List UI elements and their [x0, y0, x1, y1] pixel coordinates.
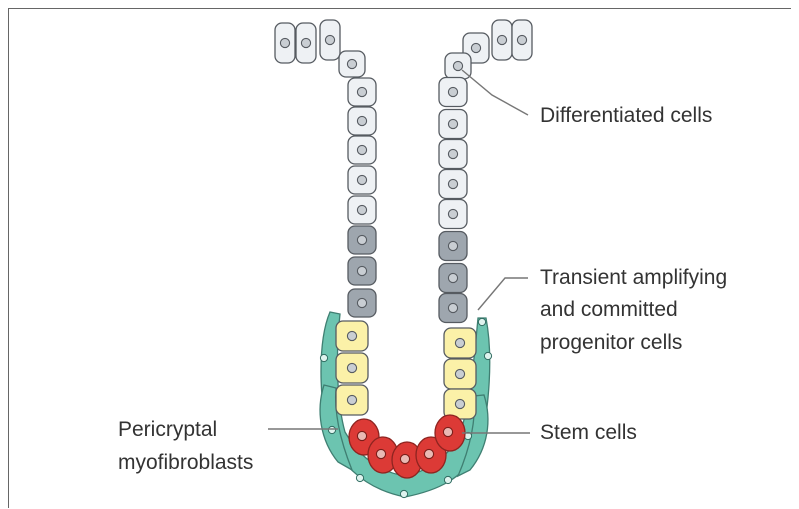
stem-cell-5 [435, 415, 465, 451]
left-wall-cell-7 [348, 257, 376, 285]
right-wall-cell-5 [439, 200, 467, 229]
label-differentiated-cells: Differentiated cells [540, 104, 712, 128]
leader-differentiated [462, 70, 528, 115]
left-wall-cell-5 [348, 196, 376, 224]
surface-cell-right-2 [512, 20, 532, 60]
right-wall-cell-6 [439, 232, 467, 261]
left-progenitor-cell-1 [336, 321, 368, 351]
left-wall-cell-6 [348, 226, 376, 254]
myofibroblast-nucleus-1 [320, 354, 327, 361]
left-wall-cell-8 [348, 289, 376, 317]
right-wall-cell-4 [439, 170, 467, 199]
leader-transient [478, 278, 528, 310]
left-wall-cell-2 [348, 107, 376, 135]
myofibroblast-nucleus-3 [356, 474, 363, 481]
myofibroblast-nucleus-7 [484, 352, 491, 359]
myofibroblast-nucleus-5 [444, 476, 451, 483]
label-pericryptal-line-1: Pericryptal [118, 418, 217, 442]
myofibroblast-nucleus-4 [400, 490, 407, 497]
leader-lines [268, 70, 530, 433]
right-progenitor-cell-1 [444, 328, 476, 358]
label-stem-cells: Stem cells [540, 421, 637, 445]
left-progenitor-cell-3 [336, 385, 368, 415]
surface-cell-right-1 [492, 20, 512, 60]
left-wall-cell-4 [348, 166, 376, 194]
label-pericryptal-line-2: myofibroblasts [118, 451, 253, 475]
right-wall-cell-7 [439, 264, 467, 293]
surface-cell-left-3 [320, 20, 340, 60]
mouth-cell-left [339, 51, 365, 77]
label-transient-line-2: and committed [540, 298, 678, 322]
left-progenitor-cell-2 [336, 353, 368, 383]
epithelial-cell-layer [275, 20, 532, 478]
myofibroblast-nucleus-8 [478, 318, 485, 325]
right-wall-cell-2 [439, 110, 467, 139]
myofibroblast-nucleus-2 [328, 426, 335, 433]
surface-cell-left-1 [275, 23, 295, 63]
left-wall-cell-3 [348, 136, 376, 164]
right-wall-cell-8 [439, 294, 467, 323]
label-transient-line-3: progenitor cells [540, 331, 682, 355]
right-wall-cell-1 [439, 78, 467, 107]
right-progenitor-cell-2 [444, 359, 476, 389]
right-wall-cell-3 [439, 140, 467, 169]
label-transient-line-1: Transient amplifying [540, 266, 727, 290]
left-wall-cell-1 [348, 78, 376, 106]
surface-cell-left-2 [296, 23, 316, 63]
